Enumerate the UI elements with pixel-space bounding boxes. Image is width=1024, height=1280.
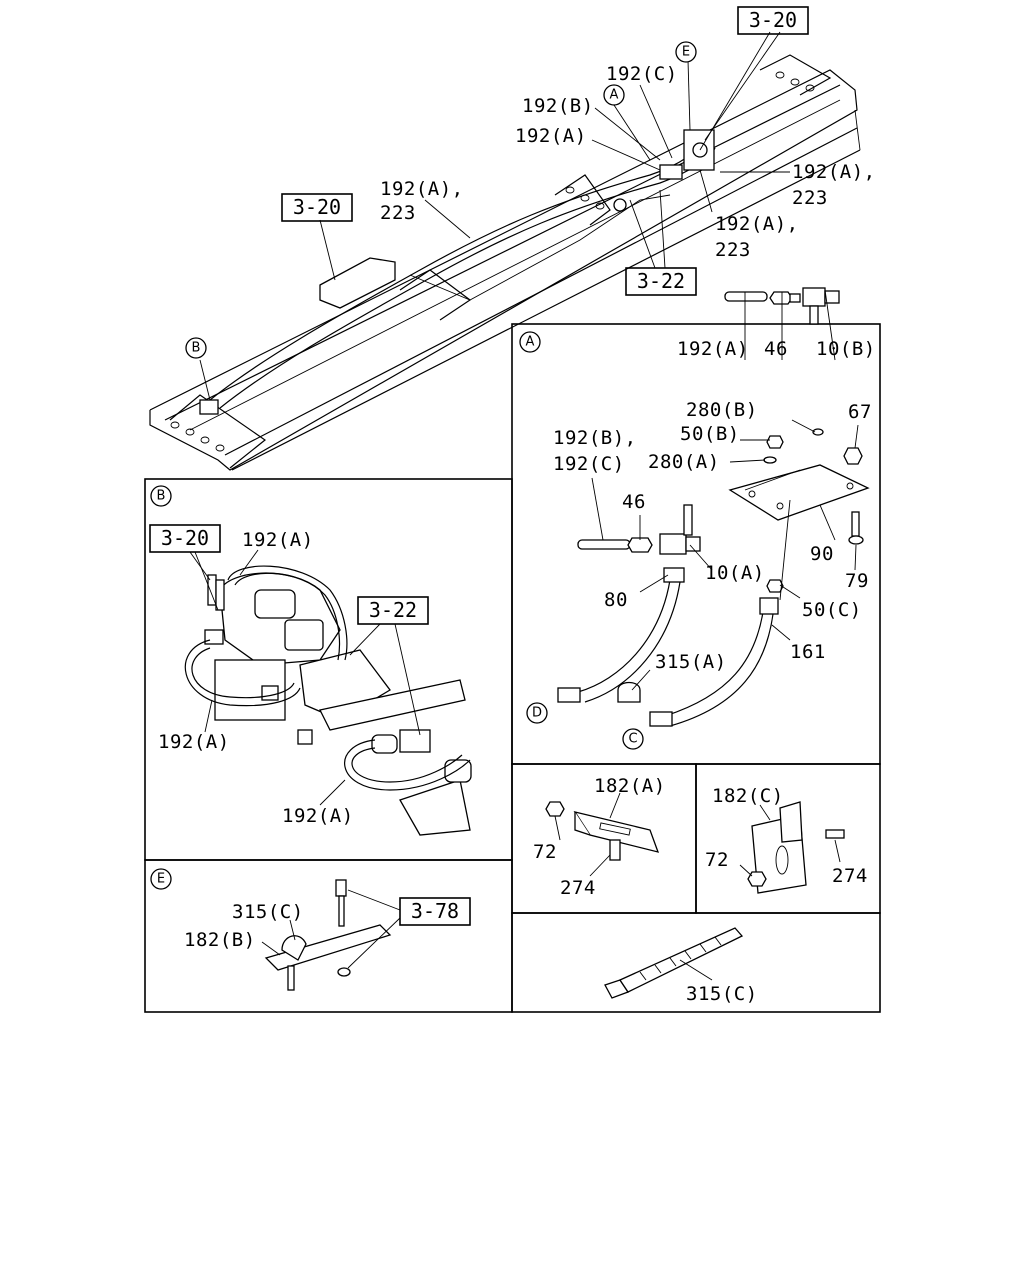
ref-box-3-78[interactable] bbox=[399, 897, 471, 926]
label-c2-182c: 182(C) bbox=[712, 785, 784, 807]
callout-e-marker bbox=[675, 41, 697, 63]
panel-a-marker bbox=[519, 331, 541, 353]
label-e-182b: 182(B) bbox=[184, 929, 256, 951]
panel-e-title: E bbox=[157, 872, 165, 887]
label-a-79: 79 bbox=[845, 570, 869, 592]
callout-b-marker bbox=[185, 337, 207, 359]
label-a-67: 67 bbox=[848, 401, 872, 423]
label-192a-right-2: 192(A), bbox=[715, 213, 799, 235]
label-a-280b: 280(B) bbox=[686, 399, 758, 421]
panel-b-title: B bbox=[157, 489, 166, 504]
ref-3-20-b: 3-20 bbox=[161, 526, 209, 550]
panel-e: E 315(C) 182(B) 3-78 bbox=[144, 859, 513, 1013]
label-a-192b: 192(B), bbox=[553, 427, 637, 449]
label-a-315a: 315(A) bbox=[655, 651, 727, 673]
label-192a-left: 192(A), bbox=[380, 178, 464, 200]
callout-e-text: E bbox=[682, 45, 690, 60]
label-c1-72: 72 bbox=[533, 841, 557, 863]
ref-3-22-top: 3-22 bbox=[637, 269, 685, 293]
callout-c-marker bbox=[622, 728, 644, 750]
label-b-192a-bottom: 192(A) bbox=[282, 805, 354, 827]
label-192a-right-1: 192(A), bbox=[792, 161, 876, 183]
callout-d-marker bbox=[526, 702, 548, 724]
label-a-50b: 50(B) bbox=[680, 423, 740, 445]
panel-b-marker bbox=[150, 485, 172, 507]
label-a-80: 80 bbox=[604, 589, 628, 611]
label-223-left: 223 bbox=[380, 202, 416, 224]
label-a-10b: 10(B) bbox=[816, 338, 876, 360]
ref-box-3-20-b[interactable] bbox=[149, 524, 221, 553]
frame-overview: 192(C) 192(B) 192(A) 192(A), 223 192(A),… bbox=[149, 6, 876, 471]
label-b-192a-top: 192(A) bbox=[242, 529, 314, 551]
label-a-50c: 50(C) bbox=[802, 599, 862, 621]
callout-a-text: A bbox=[610, 88, 619, 103]
label-a-46-lower: 46 bbox=[622, 491, 646, 513]
label-a-46-upper: 46 bbox=[764, 338, 788, 360]
callout-b-text: B bbox=[192, 341, 201, 356]
panel-cable-tie: 315(C) bbox=[511, 912, 881, 1013]
label-a-161: 161 bbox=[790, 641, 826, 663]
label-c2-274: 274 bbox=[832, 865, 868, 887]
label-223-right-1: 223 bbox=[792, 187, 828, 209]
label-b-192a-left: 192(A) bbox=[158, 731, 230, 753]
panel-b: B 192(A) 192(A) 192(A) bbox=[144, 478, 513, 861]
label-a-192c: 192(C) bbox=[553, 453, 625, 475]
label-a-10a: 10(A) bbox=[705, 562, 765, 584]
panel-e-marker bbox=[150, 868, 172, 890]
panel-bracket-182c: 182(C) 72 274 bbox=[695, 763, 881, 914]
label-c2-72: 72 bbox=[705, 849, 729, 871]
label-a-90: 90 bbox=[810, 543, 834, 565]
ref-3-78: 3-78 bbox=[411, 899, 459, 923]
label-c1-182a: 182(A) bbox=[594, 775, 666, 797]
label-c1-274: 274 bbox=[560, 877, 596, 899]
label-a-192a: 192(A) bbox=[677, 338, 749, 360]
ref-box-3-22-b[interactable] bbox=[357, 596, 429, 625]
panel-bracket-182a: 182(A) 72 274 bbox=[511, 763, 697, 914]
label-f-315c: 315(C) bbox=[686, 983, 758, 1005]
label-a-280a: 280(A) bbox=[648, 451, 720, 473]
callout-d-text: D bbox=[532, 706, 542, 721]
ref-3-22-b: 3-22 bbox=[369, 598, 417, 622]
label-192a: 192(A) bbox=[515, 125, 587, 147]
ref-box-3-20-top[interactable] bbox=[737, 6, 809, 35]
callout-c-text: C bbox=[628, 732, 637, 747]
label-192c: 192(C) bbox=[606, 63, 678, 85]
ref-3-20-left: 3-20 bbox=[293, 195, 341, 219]
panel-a-title: A bbox=[526, 335, 535, 350]
ref-box-3-22-top[interactable] bbox=[625, 267, 697, 296]
label-192b: 192(B) bbox=[522, 95, 594, 117]
panel-a: A bbox=[511, 287, 881, 765]
ref-3-20-top: 3-20 bbox=[749, 8, 797, 32]
ref-box-3-20-left[interactable] bbox=[281, 193, 353, 222]
callout-a-marker bbox=[603, 84, 625, 106]
label-e-315c: 315(C) bbox=[232, 901, 304, 923]
label-223-right-2: 223 bbox=[715, 239, 751, 261]
